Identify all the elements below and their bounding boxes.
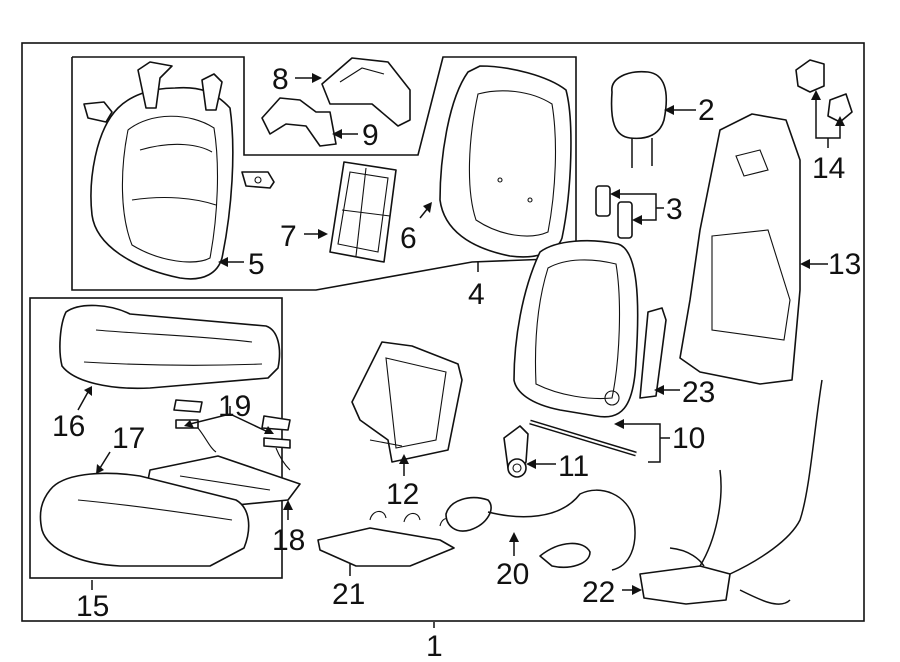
lumbar-pad-part [329, 161, 397, 263]
callout-18: 18 [272, 524, 305, 557]
callout-9: 9 [362, 119, 379, 152]
callout-16: 16 [52, 410, 85, 443]
seat-harness-part [639, 379, 823, 605]
callout-12: 12 [386, 478, 419, 511]
callout-3: 3 [666, 193, 683, 226]
seatback-cover-group-box [71, 56, 577, 291]
seatback-trim-part [439, 65, 572, 258]
callout-labels: 8 9 2 3 14 13 6 7 5 4 23 10 11 12 19 16 … [52, 63, 861, 662]
wiring-cable-part [445, 489, 636, 571]
seatback-cover-part [90, 61, 234, 280]
callout-2: 2 [698, 94, 715, 127]
trim-panel-part-8 [321, 57, 411, 127]
callout-13: 13 [828, 248, 861, 281]
callout-11: 11 [558, 450, 589, 483]
recliner-motor-part [503, 425, 529, 478]
headrest-guide-part [83, 101, 275, 189]
callout-19: 19 [218, 390, 251, 423]
callout-20: 20 [496, 558, 529, 591]
recliner-rod-part [529, 419, 637, 457]
callout-5: 5 [248, 248, 265, 281]
seatback-frame-part [513, 239, 639, 418]
cushion-cover-part [59, 304, 281, 390]
trim-cap-part [795, 59, 853, 123]
callout-22: 22 [582, 576, 615, 609]
callout-10: 10 [672, 422, 705, 455]
leader-lines [77, 73, 845, 628]
side-bolster-part [639, 307, 667, 399]
callout-6: 6 [400, 222, 417, 255]
callout-15: 15 [76, 590, 109, 623]
seatback-panel-part [679, 113, 801, 385]
callout-4: 4 [468, 278, 485, 311]
callout-21: 21 [332, 578, 365, 611]
lumbar-support-part [351, 341, 463, 463]
callout-14: 14 [812, 152, 845, 185]
callout-8: 8 [272, 63, 289, 96]
seat-adjuster-part [317, 510, 455, 567]
outer-frame [21, 42, 865, 622]
callout-17: 17 [112, 422, 145, 455]
callout-1: 1 [426, 630, 443, 662]
cushion-pad-part [39, 472, 250, 567]
trim-panel-part-9 [261, 97, 337, 147]
cushion-group-box [29, 297, 283, 579]
callout-23: 23 [682, 376, 715, 409]
headrest-part [610, 70, 668, 168]
callout-7: 7 [280, 220, 297, 253]
